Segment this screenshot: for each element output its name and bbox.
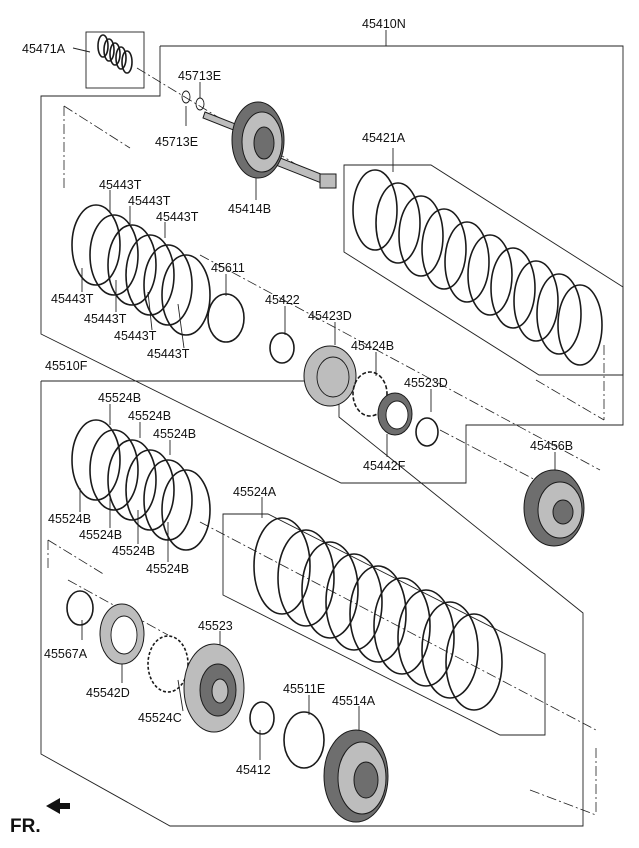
part-45524C-spring <box>147 635 189 693</box>
part-45542D-plate <box>99 603 145 665</box>
part-45442F-retainer <box>377 392 413 436</box>
part-45611-ring <box>207 293 245 343</box>
label-45423D: 45423D <box>308 309 352 323</box>
label-45471A: 45471A <box>22 42 66 56</box>
label-45443T-6: 45443T <box>114 329 157 343</box>
label-45443T-2: 45443T <box>128 194 171 208</box>
part-45713E-ring-b <box>195 97 205 111</box>
label-45567A: 45567A <box>44 647 88 661</box>
part-45423D-piston <box>303 345 357 407</box>
label-45524B-4: 45524B <box>48 512 91 526</box>
part-labels: 45410N 45471A 45713E 45713E 45414B 45421… <box>10 17 573 837</box>
label-45523: 45523 <box>198 619 233 633</box>
label-45524B-6: 45524B <box>112 544 155 558</box>
label-45524B-1: 45524B <box>98 391 141 405</box>
part-45424B-spring <box>352 371 388 417</box>
part-45524A-clutch-pack <box>253 517 503 711</box>
assembly-outline-45510F <box>40 380 584 827</box>
label-45421A: 45421A <box>362 131 406 145</box>
part-45422-ring <box>269 332 295 364</box>
label-45443T-4: 45443T <box>51 292 94 306</box>
label-45442F: 45442F <box>363 459 406 473</box>
label-45524B-5: 45524B <box>79 528 122 542</box>
part-45523D-ring <box>415 417 439 447</box>
part-45514A-hub <box>323 729 389 823</box>
label-45542D: 45542D <box>86 686 130 700</box>
label-45514A: 45514A <box>332 694 376 708</box>
assembly-outline-45410N <box>40 45 624 484</box>
part-45421A-clutch-pack <box>352 169 603 366</box>
label-45443T-3: 45443T <box>156 210 199 224</box>
label-45456B: 45456B <box>530 439 573 453</box>
label-45511E: 45511E <box>283 682 325 696</box>
label-45510F: 45510F <box>45 359 88 373</box>
label-45524B-3: 45524B <box>153 427 196 441</box>
label-45412: 45412 <box>236 763 271 777</box>
label-45443T-5: 45443T <box>84 312 127 326</box>
part-box-45471A <box>85 31 145 89</box>
label-45713E-b: 45713E <box>155 135 198 149</box>
part-45511E-ring <box>283 711 325 769</box>
label-front-indicator: FR. <box>10 816 41 837</box>
label-45524B-2: 45524B <box>128 409 171 423</box>
label-45611: 45611 <box>211 261 245 275</box>
part-45471A-springs <box>97 34 133 74</box>
part-box-45421A <box>343 164 624 376</box>
arrow-left-icon <box>46 798 70 814</box>
label-45524C: 45524C <box>138 711 182 725</box>
part-45443T-snap-rings <box>71 204 211 336</box>
part-box-45524A <box>222 513 546 736</box>
part-45567A-ring <box>66 590 94 626</box>
label-45443T-1: 45443T <box>99 178 142 192</box>
part-45456B-gear <box>523 469 585 547</box>
label-45524A: 45524A <box>233 485 277 499</box>
part-45523-piston <box>183 643 245 733</box>
label-45424B: 45424B <box>351 339 394 353</box>
label-45410N: 45410N <box>362 17 406 31</box>
label-45713E-a: 45713E <box>178 69 221 83</box>
label-45523D: 45523D <box>404 376 448 390</box>
part-45412-ring <box>249 701 275 735</box>
label-45414B: 45414B <box>228 202 271 216</box>
label-45524B-7: 45524B <box>146 562 189 576</box>
part-45524B-snap-rings <box>71 419 211 551</box>
label-45422: 45422 <box>265 293 300 307</box>
label-45443T-7: 45443T <box>147 347 190 361</box>
part-45414B-shaft <box>202 101 337 189</box>
part-45713E-ring-a <box>181 90 191 104</box>
